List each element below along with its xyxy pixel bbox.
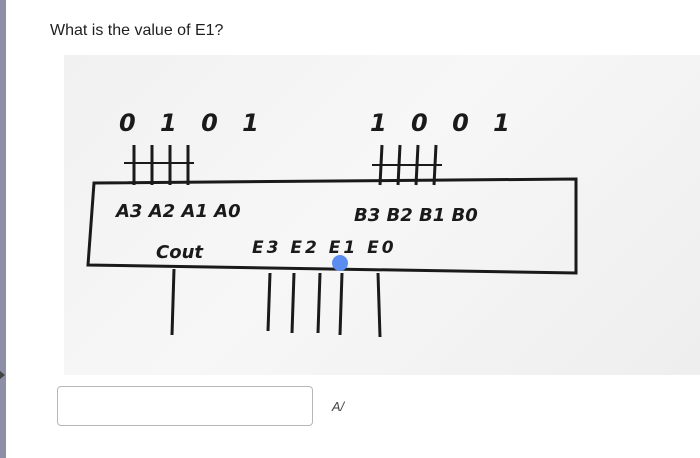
b-labels-text: B3 B2 B1 B0	[354, 205, 478, 226]
b-bits-text: 1 0 0 1	[370, 109, 518, 137]
cout-label-text: Cout	[156, 242, 204, 263]
b-input-wires	[372, 144, 442, 186]
spellcheck-icon[interactable]: A/	[331, 398, 345, 414]
window-edge	[0, 0, 6, 458]
expand-caret-icon[interactable]	[0, 371, 5, 379]
adder-box	[86, 177, 578, 275]
question-text: What is the value of E1?	[50, 22, 224, 39]
output-wires	[170, 268, 382, 338]
a-input-wires	[124, 145, 194, 185]
answer-input[interactable]	[57, 386, 313, 426]
a-labels-text: A3 A2 A1 A0	[114, 201, 241, 222]
a-bits-text: 0 1 0 1	[119, 109, 267, 137]
adder-diagram: 0 1 0 1 1 0 0 1 A3 A2 A1 A0 B3 B2 B1 B0 …	[86, 109, 578, 338]
adder-photo: 0 1 0 1 1 0 0 1 A3 A2 A1 A0 B3 B2 B1 B0 …	[64, 55, 700, 375]
highlight-dot	[332, 255, 348, 271]
e-labels-text: E3 E2 E1 E0	[252, 238, 397, 258]
